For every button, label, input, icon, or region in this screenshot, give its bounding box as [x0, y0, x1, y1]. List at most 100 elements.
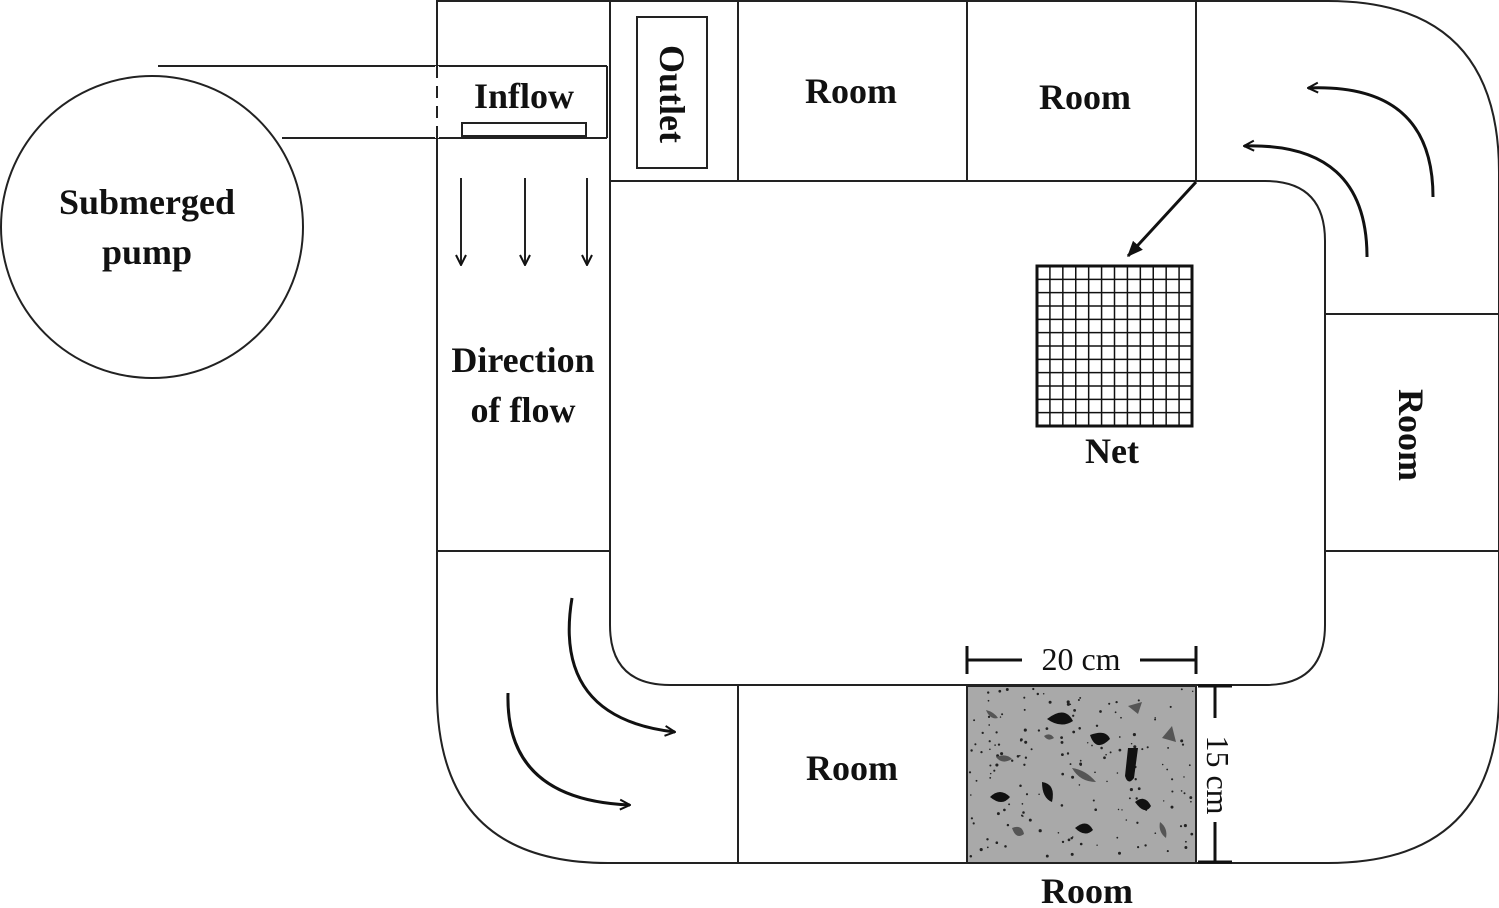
gravel-dot [981, 731, 984, 735]
gravel-dot [1048, 700, 1052, 704]
gravel-dot [1121, 809, 1123, 811]
gravel-dot [1179, 825, 1183, 828]
gravel-dot [987, 699, 990, 702]
gravel-dot [1171, 790, 1174, 793]
gravel-dot [1132, 733, 1136, 737]
gravel-dot [975, 779, 978, 782]
gravel-dot [1154, 717, 1156, 719]
gravel-dot [1008, 803, 1011, 806]
gravel-dot [1024, 740, 1028, 744]
gravel-dot [1130, 742, 1133, 745]
gravel-dot [1019, 784, 1022, 787]
gravel-dot [993, 769, 996, 772]
gravel-dot [1037, 729, 1041, 732]
gravel-dot [1154, 832, 1157, 835]
pump-label-line-2: pump [102, 232, 192, 272]
gravel-dot [1125, 819, 1128, 821]
gravel-dot [970, 817, 974, 820]
gravel-dot [1024, 756, 1028, 759]
gravel-dot [1189, 796, 1193, 800]
gravel-dot [1071, 775, 1075, 779]
gravel-dot [1137, 699, 1140, 702]
room-label-top-2: Room [1039, 77, 1131, 117]
gravel-dot [1116, 772, 1119, 774]
gravel-dot [1105, 753, 1107, 756]
inflow-label: Inflow [474, 76, 574, 116]
gravel-dot [1183, 824, 1187, 828]
gravel-dot [1108, 702, 1111, 705]
gravel-dot [1103, 756, 1106, 760]
gravel-dot [995, 731, 998, 734]
gravel-dot [1066, 752, 1070, 755]
flow-down-arrows [461, 178, 587, 265]
gravel-dot [1118, 748, 1122, 752]
net [1035, 264, 1194, 428]
gravel-dot [1004, 845, 1007, 848]
substrate-stones [986, 702, 1176, 838]
gravel-dot [1146, 746, 1149, 749]
gravel-dot [1137, 846, 1140, 849]
gravel-dot [1069, 763, 1072, 766]
gravel-dot [1180, 739, 1184, 743]
outlet-label: Outlet [652, 45, 692, 143]
gravel-dot [988, 724, 991, 726]
gravel-dot [1079, 763, 1082, 766]
gravel-dot [1067, 838, 1071, 842]
gravel-dot [1001, 713, 1004, 716]
gravel-dot [1072, 730, 1076, 734]
gravel-dot [999, 716, 1002, 718]
direction-label-line-1: Direction [451, 340, 594, 380]
gravel-dot [1115, 700, 1118, 704]
gravel-dot [1077, 698, 1080, 702]
gravel-dot [970, 749, 973, 752]
gravel-dot [988, 740, 991, 743]
flow-curve-arrows-bottom-left [506, 597, 675, 805]
gravel-dot [1141, 748, 1144, 751]
gravel-dot [1061, 840, 1065, 844]
gravel-dot [1060, 804, 1064, 807]
net-label: Net [1085, 431, 1139, 471]
gravel-dot [1092, 799, 1095, 802]
gravel-dot [1137, 787, 1141, 791]
gravel-dot [1066, 702, 1070, 706]
gravel-dot [996, 812, 1000, 816]
channel-outer-wall [436, 0, 1499, 864]
gravel-dot [1003, 808, 1006, 812]
gravel-dot [1128, 797, 1131, 800]
gravel-dot [970, 794, 972, 796]
gravel-dot [1025, 793, 1029, 796]
gravel-dot [1042, 692, 1045, 695]
gravel-dot [1006, 823, 1010, 827]
outlet-box [636, 16, 708, 169]
dimension-height [1198, 684, 1232, 864]
gravel-dot [1079, 842, 1083, 846]
gravel-dot [1169, 705, 1172, 708]
gravel-dot [1060, 753, 1064, 757]
gravel-dot [1038, 793, 1040, 796]
gravel-dot [1095, 724, 1099, 728]
gravel-dot [1094, 808, 1098, 812]
gravel-dot [1118, 851, 1121, 855]
gravel-dot [1135, 797, 1138, 800]
gravel-dot [986, 846, 989, 849]
gravel-dot [1028, 818, 1032, 822]
gravel-dot [980, 750, 983, 754]
gravel-dot [1021, 803, 1024, 805]
gravel-dot [1011, 759, 1014, 762]
gravel-dot [1166, 850, 1169, 853]
gravel-dot [1136, 821, 1139, 824]
gravel-dot [1073, 708, 1077, 712]
gravel-dot [1000, 752, 1004, 756]
pump-label-line-1: Submerged [59, 182, 235, 222]
gravel-dot [973, 719, 976, 722]
gravel-dot [1170, 805, 1174, 809]
gravel-dot [1162, 800, 1165, 802]
gravel-dot [1070, 852, 1074, 856]
gravel-dot [995, 763, 999, 767]
gravel-dot [974, 743, 977, 746]
gravel-dot [1060, 740, 1064, 744]
flow-curve-arrows-top-right [1244, 88, 1435, 258]
gravel-dot [995, 841, 999, 844]
inflow-pipe [158, 65, 608, 139]
